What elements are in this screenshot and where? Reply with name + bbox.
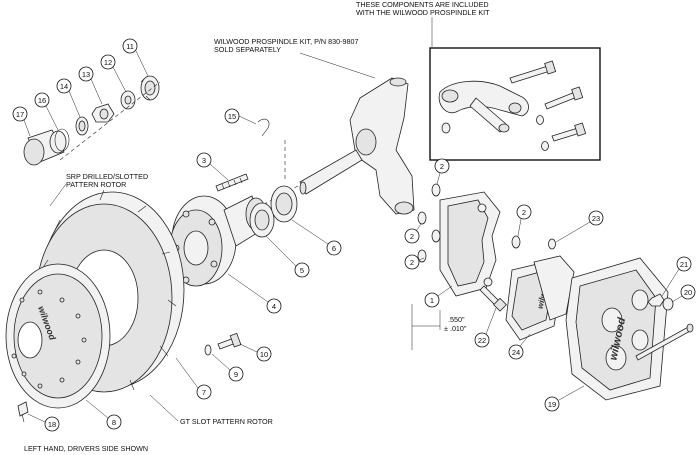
svg-text:2: 2 (410, 232, 414, 241)
spindle-knuckle (299, 77, 415, 215)
svg-text:14: 14 (60, 82, 68, 91)
gt-rotor-leader (149, 394, 179, 422)
srp-rotor-label-line2: PATTERN ROTOR (66, 180, 126, 189)
prospindle-note-line2: SOLD SEPARATELY (214, 45, 281, 54)
callout-16: 16 (34, 92, 59, 131)
svg-text:8: 8 (112, 418, 116, 427)
srp-drilled-slotted-rotor: wilwood (5, 263, 111, 409)
pad-retainer-pin (635, 323, 694, 361)
caliper-washer (548, 238, 556, 250)
dust-cap (23, 129, 67, 166)
gt-rotor-label: GT SLOT PATTERN ROTOR (180, 417, 273, 426)
svg-text:17: 17 (16, 110, 24, 119)
svg-text:24: 24 (512, 348, 520, 357)
svg-text:12: 12 (104, 58, 112, 67)
hub-assembly (169, 195, 267, 287)
caliper-mounting-bracket (439, 191, 501, 297)
included-components-box (429, 47, 601, 161)
callout-21: 21 (661, 256, 692, 297)
callout-5: 5 (265, 235, 310, 278)
included-note-line2: WITH THE WILWOOD PROSPINDLE KIT (356, 8, 490, 17)
svg-text:3: 3 (202, 156, 206, 165)
callout-18: 18 (27, 413, 60, 432)
cotter-pin (75, 116, 89, 136)
callout-19: 19 (544, 385, 585, 412)
rotor-bolt (204, 332, 242, 356)
svg-text:13: 13 (82, 70, 90, 79)
thrust-washer (120, 90, 136, 110)
bracket-shims (417, 183, 521, 263)
prospindle-note-line1: WILWOOD PROSPINDLE KIT, P/N 830-9807 (214, 37, 358, 46)
rotor-screw (17, 401, 29, 423)
arm-bolts (441, 60, 587, 151)
svg-text:23: 23 (592, 214, 600, 223)
svg-text:2: 2 (410, 258, 414, 267)
grease-seal (270, 185, 298, 223)
bleeder-screw (647, 293, 665, 307)
svg-text:2: 2 (522, 208, 526, 217)
callout-2c: 2 (404, 254, 425, 270)
svg-text:6: 6 (332, 244, 336, 253)
svg-text:16: 16 (38, 96, 46, 105)
callout-15: 15 (224, 108, 257, 125)
left-hand-note: LEFT HAND, DRIVERS SIDE SHOWN (24, 444, 148, 453)
included-note-line1: THESE COMPONENTS ARE INCLUDED (356, 0, 489, 9)
callout-22: 22 (474, 307, 497, 348)
callout-2d: 2 (516, 204, 532, 237)
callout-6: 6 (291, 219, 342, 256)
svg-text:20: 20 (684, 288, 692, 297)
callout-14: 14 (56, 78, 81, 118)
svg-text:7: 7 (202, 388, 206, 397)
bleeder-cap (662, 297, 674, 311)
svg-text:2: 2 (440, 162, 444, 171)
svg-text:10: 10 (260, 350, 268, 359)
srp-rotor-leader (49, 183, 67, 207)
caliper-bolt (479, 285, 507, 312)
prospindle-leader (299, 52, 376, 79)
o-ring (54, 128, 70, 152)
callout-10: 10 (239, 343, 272, 362)
callout-4: 4 (227, 273, 282, 314)
svg-text:21: 21 (680, 260, 688, 269)
svg-text:11: 11 (126, 42, 134, 51)
callout-9: 9 (211, 353, 244, 382)
svg-text:19: 19 (548, 400, 556, 409)
callout-3: 3 (196, 152, 229, 181)
callout-1: 1 (424, 285, 453, 308)
inner-bearing (249, 202, 275, 238)
callout-23: 23 (555, 210, 604, 243)
svg-text:9: 9 (234, 370, 238, 379)
svg-text:22: 22 (478, 336, 486, 345)
callout-12: 12 (100, 54, 127, 93)
dimension-value: .550" (448, 315, 465, 324)
svg-text:4: 4 (272, 302, 276, 311)
callout-13: 13 (78, 66, 103, 105)
svg-text:15: 15 (228, 112, 236, 121)
wheel-stud (215, 173, 249, 192)
callout-7: 7 (175, 357, 212, 400)
svg-text:18: 18 (48, 420, 56, 429)
steering-arm (438, 80, 529, 133)
spindle-nut (91, 103, 115, 123)
dimension-tolerance: ± .010" (444, 324, 467, 333)
svg-text:5: 5 (300, 266, 304, 275)
brake-pads: wilwood (505, 255, 575, 341)
outer-bearing (140, 75, 160, 101)
callout-17: 17 (12, 106, 31, 137)
axis-line-small-parts (59, 81, 161, 161)
callout-8: 8 (85, 399, 122, 430)
srp-rotor-label-line1: SRP DRILLED/SLOTTED (66, 172, 148, 181)
callout-11: 11 (122, 38, 149, 77)
callout-24: 24 (508, 333, 531, 360)
callout-20: 20 (671, 284, 696, 303)
brake-caliper: wilwood (565, 257, 669, 401)
retaining-clip (257, 118, 270, 137)
svg-text:1: 1 (430, 296, 434, 305)
callout-2b: 2 (404, 223, 422, 244)
callout-2a: 2 (434, 158, 450, 185)
